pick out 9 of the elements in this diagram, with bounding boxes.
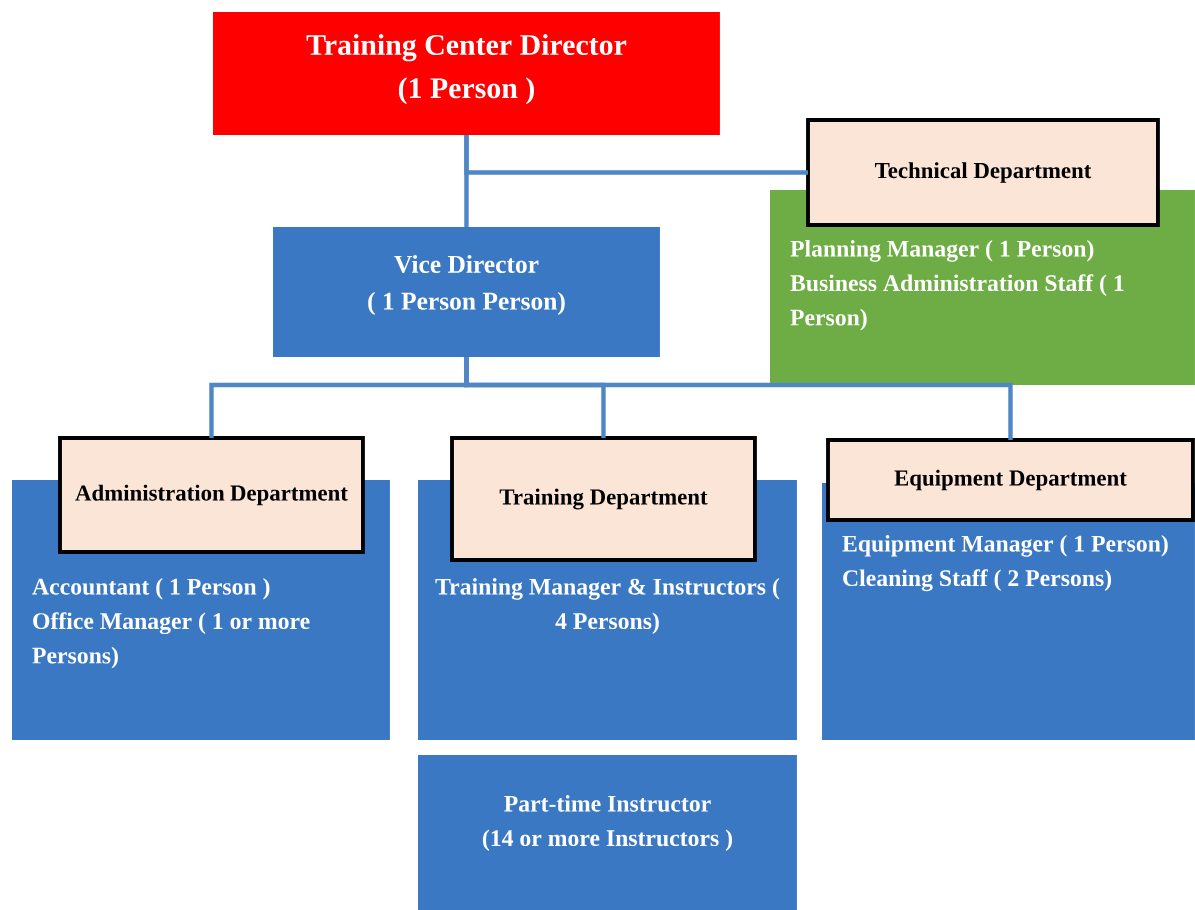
department-header-box: Training Department [450, 436, 757, 562]
department-header-box: Technical Department [806, 118, 1160, 227]
connector-line [464, 357, 1013, 440]
connector-line [464, 135, 808, 175]
vice-director-box: Vice Director ( 1 Person Person) [273, 227, 660, 357]
department-header-box: Administration Department [58, 436, 365, 554]
part-time-box: Part-time Instructor (14 or more Instructors ) [418, 755, 797, 910]
director-box: Training Center Director (1 Person ) [213, 12, 720, 135]
department-header-box: Equipment Department [826, 438, 1195, 522]
